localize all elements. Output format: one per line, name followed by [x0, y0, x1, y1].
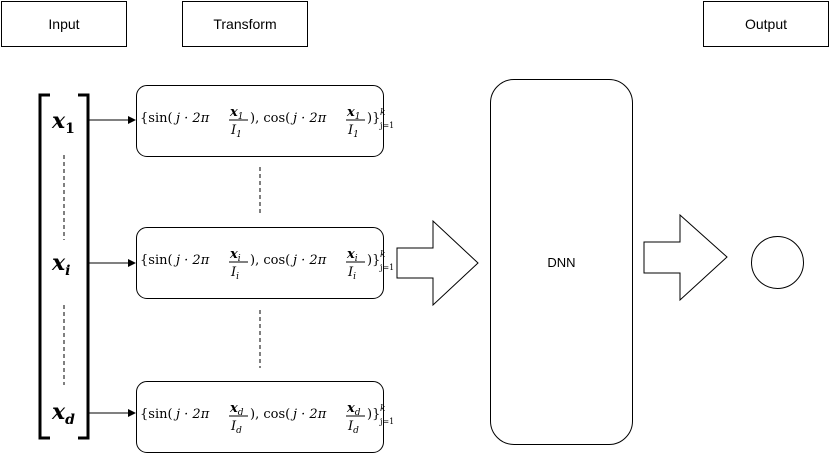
- formula-jdot: j · 2π: [290, 111, 327, 126]
- left-bracket: [38, 93, 50, 440]
- formula-open: {sin(: [140, 253, 173, 268]
- formula-close: )}: [367, 111, 380, 126]
- fraction-denominator: I1: [230, 123, 242, 140]
- fraction-denominator: Id: [230, 419, 242, 436]
- formula-jdot: j · 2π: [290, 253, 327, 268]
- transform-header: Transform: [182, 1, 308, 47]
- formula-mid: ), cos(: [250, 111, 290, 126]
- formula-jdot: j · 2π: [290, 407, 327, 422]
- formula-k: k: [380, 404, 385, 414]
- transform-box-1: [136, 85, 384, 157]
- fraction-numerator: xi: [229, 247, 241, 264]
- formula-range: j=1: [379, 417, 394, 426]
- transform-box-i: [136, 227, 384, 299]
- output-node: [751, 236, 804, 289]
- fraction-denominator: Ii: [230, 265, 239, 282]
- block-arrow-to-dnn: [396, 219, 479, 307]
- output-header-label: Output: [744, 16, 788, 32]
- dnn-label: DNN: [547, 254, 576, 270]
- fraction-numerator: xd: [346, 401, 361, 418]
- formula-close: )}: [367, 407, 380, 422]
- right-bracket: [78, 93, 90, 440]
- vector-entry-d: xd: [51, 399, 75, 428]
- formula-mid: ), cos(: [250, 407, 290, 422]
- fraction-numerator: x1: [229, 105, 244, 122]
- fraction-denominator: Id: [347, 419, 359, 436]
- input-header: Input: [1, 1, 127, 47]
- transform-box-d: [136, 381, 384, 453]
- fraction-denominator: Ii: [347, 265, 356, 282]
- formula-mid: ), cos(: [250, 253, 290, 268]
- dnn-box: DNN: [490, 79, 633, 445]
- fraction-numerator: x1: [346, 105, 361, 122]
- formula-open: {sin(: [140, 111, 173, 126]
- formula-jdot: j · 2π: [173, 111, 210, 126]
- vector-entry-i: xi: [51, 250, 70, 279]
- transform-header-label: Transform: [213, 16, 277, 32]
- vector-entry-1: x1: [51, 108, 75, 137]
- formula-range: j=1: [379, 121, 394, 130]
- block-arrow-to-output: [643, 213, 728, 302]
- formula-jdot: j · 2π: [173, 407, 210, 422]
- formula-k: k: [380, 250, 385, 260]
- formula-jdot: j · 2π: [173, 253, 210, 268]
- output-header: Output: [703, 1, 829, 47]
- input-header-label: Input: [48, 16, 80, 32]
- formula-close: )}: [367, 253, 380, 268]
- formula-range: j=1: [379, 263, 394, 272]
- fraction-numerator: xi: [346, 247, 358, 264]
- fraction-numerator: xd: [229, 401, 244, 418]
- fraction-denominator: I1: [347, 123, 359, 140]
- formula-k: k: [380, 108, 385, 118]
- formula-open: {sin(: [140, 407, 173, 422]
